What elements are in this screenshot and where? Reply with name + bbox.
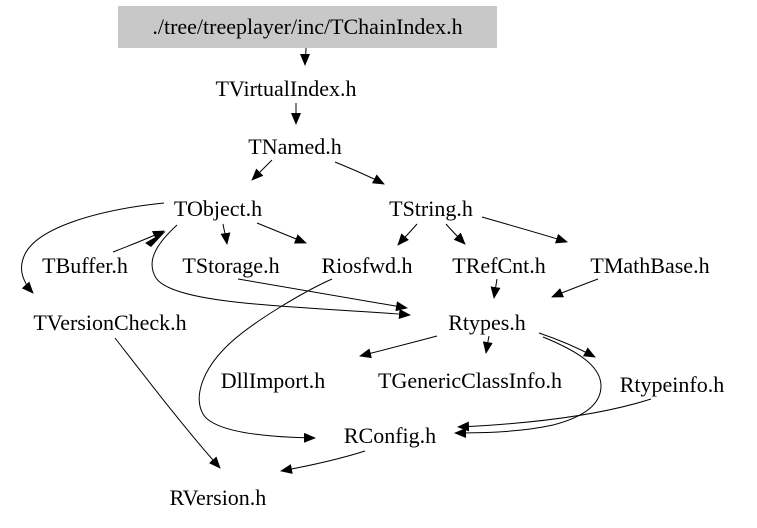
edge-tnamed-to-tstring: [334, 161, 385, 185]
edge-tchainindex-to-tvirtualindex: [300, 47, 311, 66]
node-tbuffer[interactable]: TBuffer.h: [42, 253, 128, 278]
edge-tnamed-to-tobject: [251, 159, 273, 181]
node-tstring[interactable]: TString.h: [389, 196, 473, 221]
node-tvirtualindex[interactable]: TVirtualIndex.h: [215, 76, 357, 101]
edge-rtypes-to-rconfig: [454, 336, 602, 438]
edge-tstring-to-trefcnt: [445, 223, 466, 245]
node-riosfwd[interactable]: Riosfwd.h: [321, 253, 413, 278]
edge-rtypes-to-rtypeinfo: [538, 332, 596, 358]
arrowhead-decoration: [145, 231, 166, 247]
edge-tversioncheck-to-rversion: [114, 337, 221, 469]
edge-rtypeinfo-to-rconfig: [457, 398, 652, 432]
edge-rtypes-to-dllimport: [359, 335, 438, 359]
edge-trefcnt-to-rtypes: [490, 278, 501, 299]
edge-tmathbase-to-rtypes: [551, 278, 599, 298]
edge-tstorage-to-rtypes: [237, 278, 408, 312]
edge-rconfig-to-rversion: [280, 450, 366, 474]
node-tobject[interactable]: TObject.h: [173, 196, 263, 221]
node-tchainindex-label: ./tree/treeplayer/inc/TChainIndex.h: [152, 14, 463, 39]
edge-riosfwd-to-rconfig: [198, 278, 333, 443]
edge-tstring-to-tmathbase: [481, 216, 568, 244]
edge-tobject-to-tversioncheck: [21, 202, 165, 294]
node-rtypeinfo[interactable]: Rtypeinfo.h: [619, 372, 725, 397]
node-tnamed[interactable]: TNamed.h: [248, 134, 342, 159]
edge-tstring-to-riosfwd: [397, 223, 418, 246]
node-tmathbase[interactable]: TMathBase.h: [590, 253, 710, 278]
node-trefcnt[interactable]: TRefCnt.h: [452, 253, 546, 278]
edge-tobject-to-rtypes: [151, 224, 411, 320]
edge-tobject-to-riosfwd: [256, 222, 307, 244]
node-tchainindex: ./tree/treeplayer/inc/TChainIndex.h: [118, 6, 497, 48]
edge-tbuffer-to-tobject: [112, 230, 165, 253]
node-tversioncheck[interactable]: TVersionCheck.h: [33, 310, 187, 335]
node-rversion[interactable]: RVersion.h: [169, 485, 267, 510]
node-rtypes[interactable]: Rtypes.h: [448, 310, 526, 335]
node-rconfig[interactable]: RConfig.h: [343, 423, 437, 448]
edge-tobject-to-tstorage: [220, 223, 231, 245]
edge-rtypes-to-tgenericclassinfo: [482, 335, 493, 354]
node-tgenericclassinfo[interactable]: TGenericClassInfo.h: [378, 368, 562, 393]
node-tstorage[interactable]: TStorage.h: [182, 253, 280, 278]
node-dllimport[interactable]: DllImport.h: [220, 368, 326, 393]
